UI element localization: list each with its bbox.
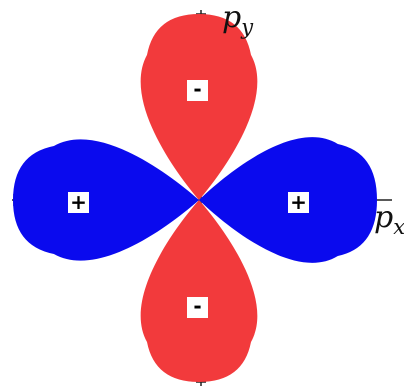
px-axis-label: px (374, 200, 404, 239)
top-lobe-sign-box (187, 80, 208, 101)
bottom-lobe-sign: - (193, 294, 201, 318)
px-axis-label-main: p (374, 200, 393, 235)
bottom-lobe-sign-box (187, 297, 208, 318)
top-lobe-sign: - (193, 77, 201, 101)
py-axis-label-sub: y (240, 15, 254, 39)
bottom-lobe-sign-marker: - (187, 294, 208, 318)
px-axis-label-sub: x (393, 215, 404, 239)
bottom-lobe (140, 200, 258, 382)
py-axis-label-main: p (222, 0, 241, 35)
left-lobe-sign-marker: + (68, 190, 89, 214)
right-lobe-sign-marker: + (288, 190, 309, 214)
right-lobe-sign: + (290, 190, 307, 214)
py-axis-label: py (222, 0, 254, 39)
top-lobe-sign-marker: - (187, 77, 208, 101)
left-lobe-sign-box (68, 192, 89, 213)
left-lobe (13, 139, 199, 261)
top-lobe (140, 14, 258, 200)
right-lobe-sign-box (288, 192, 309, 213)
left-lobe-sign: + (70, 190, 87, 214)
